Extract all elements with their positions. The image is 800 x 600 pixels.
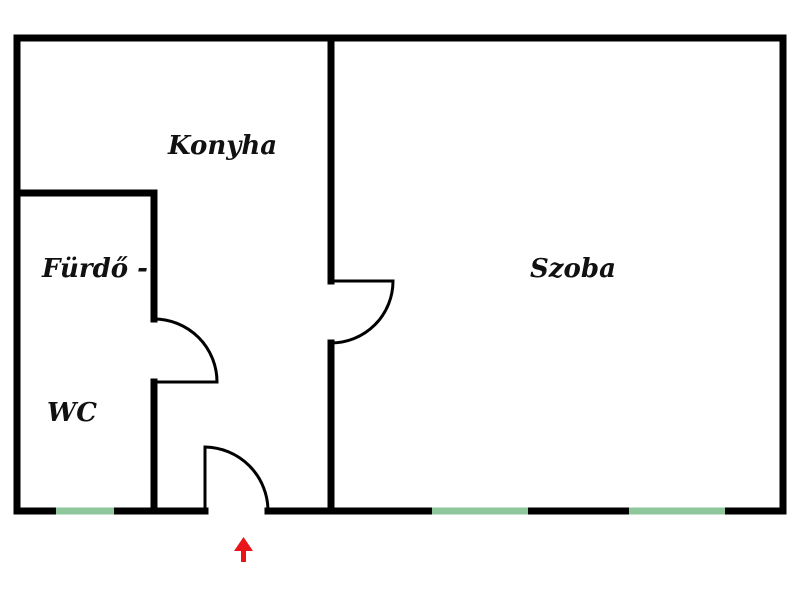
room-label-room: Szoba [530, 254, 616, 284]
room-label-bathroom-line2: WC [47, 398, 97, 428]
door-bathroom [153, 317, 219, 384]
room-label-bathroom-line1: Fürdő - [41, 254, 148, 284]
arrow-up-icon [234, 537, 253, 562]
door-entrance [203, 445, 270, 512]
door-room [330, 279, 395, 345]
doors [153, 279, 395, 512]
room-label-kitchen: Konyha [167, 131, 277, 161]
